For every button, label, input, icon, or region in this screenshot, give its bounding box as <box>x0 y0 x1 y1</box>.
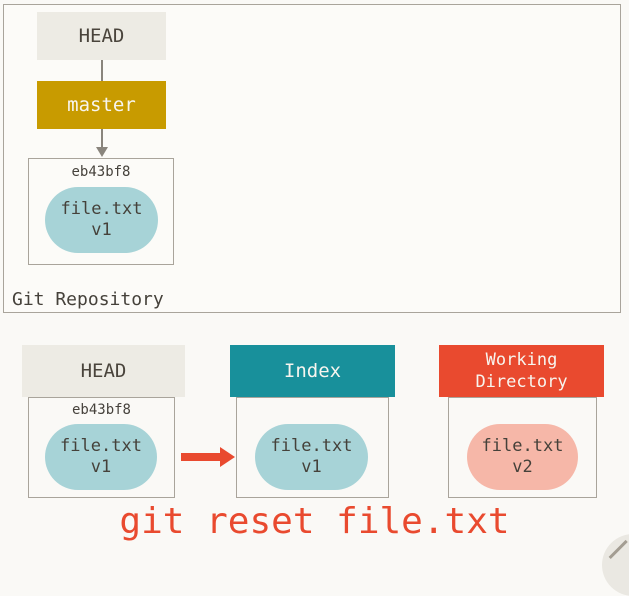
head-column-header: HEAD <box>22 345 185 397</box>
repo-commit-hash: eb43bf8 <box>71 164 131 180</box>
head-column-box: eb43bf8 <box>28 397 175 498</box>
git-reset-diagram: HEAD master eb43bf8 file.txt v1 Git Repo… <box>3 4 629 596</box>
head-to-master-connector <box>100 60 103 81</box>
workdir-file-blob: file.txt v2 <box>467 424 578 490</box>
head-column-title: HEAD <box>80 360 127 382</box>
repo-caption: Git Repository <box>12 289 164 310</box>
workdir-column-box <box>448 397 597 498</box>
command-text: git reset file.txt <box>119 501 510 542</box>
index-blob-version: v1 <box>301 457 322 477</box>
repo-head-box: HEAD <box>37 12 166 60</box>
master-branch-box: master <box>37 81 166 129</box>
workdir-blob-version: v2 <box>512 457 533 477</box>
reset-arrow-shaft <box>181 453 221 461</box>
index-blob-file: file.txt <box>270 435 353 456</box>
workdir-column-header: Working Directory <box>439 345 604 397</box>
reset-arrow-icon <box>220 447 235 467</box>
repo-commit-box: eb43bf8 <box>28 158 174 265</box>
index-file-blob: file.txt v1 <box>255 424 368 490</box>
workdir-column-title: Working Directory <box>475 349 568 392</box>
master-branch-label: master <box>67 94 136 116</box>
head-file-blob: file.txt v1 <box>45 424 157 490</box>
index-column-box <box>236 397 389 498</box>
arrow-down-icon <box>95 147 108 157</box>
workdir-blob-file: file.txt <box>481 435 564 456</box>
repo-head-label: HEAD <box>78 25 125 47</box>
repo-blob-file: file.txt <box>60 198 143 219</box>
index-column-header: Index <box>230 345 395 397</box>
master-to-commit-connector <box>100 129 103 148</box>
head-blob-file: file.txt <box>60 435 142 456</box>
repo-file-blob: file.txt v1 <box>45 187 158 253</box>
repo-blob-version: v1 <box>91 220 112 240</box>
head-commit-hash: eb43bf8 <box>71 402 131 418</box>
head-blob-version: v1 <box>90 457 112 477</box>
index-column-title: Index <box>283 360 342 382</box>
